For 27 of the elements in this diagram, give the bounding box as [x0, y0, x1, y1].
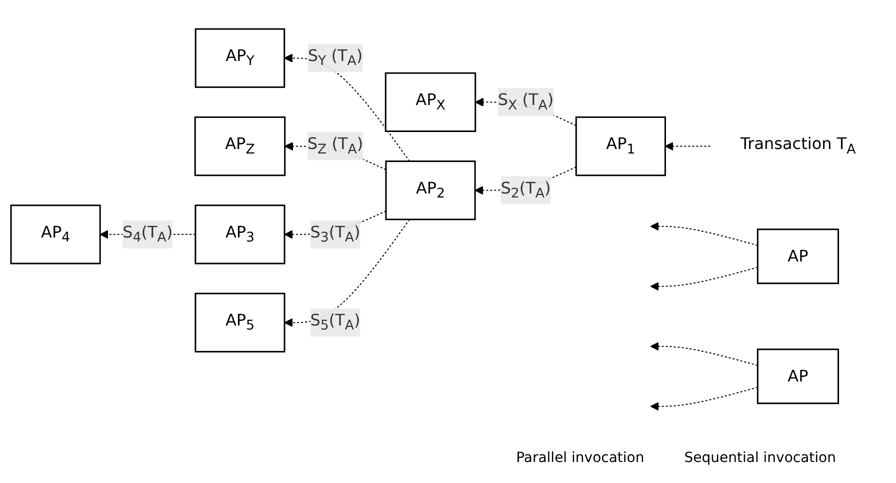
- arrow: [650, 266, 758, 291]
- arrow: [664, 142, 710, 150]
- note-text: Sequential invocation: [684, 450, 836, 468]
- edge-label: S$_{Z}$ (T$_{A}$): [306, 134, 363, 158]
- edge-label: S$_{4}$(T$_{A}$): [122, 222, 172, 246]
- arrow: [650, 222, 758, 246]
- node-box: AP$_{4}$: [10, 204, 100, 264]
- arrow: [284, 54, 410, 162]
- node-box: AP: [756, 348, 839, 404]
- node-text: Transaction T$_{A}$: [740, 134, 856, 158]
- edge-label: S$_{2}$(T$_{A}$): [500, 178, 550, 202]
- node-box: AP$_{Y}$: [194, 28, 285, 88]
- node-box: AP$_{2}$: [384, 160, 476, 220]
- arrow: [284, 218, 410, 327]
- edge-label: S$_{Y}$ (T$_{A}$): [307, 46, 362, 70]
- node-box: AP$_{3}$: [194, 204, 285, 264]
- edge-label: S$_{5}$(T$_{A}$): [310, 310, 360, 334]
- arrow: [650, 386, 758, 411]
- note-text: Parallel invocation: [516, 450, 644, 468]
- edge-label: S$_{3}$(T$_{A}$): [310, 222, 360, 246]
- node-box: AP$_{Z}$: [194, 116, 286, 176]
- edge-label: S$_{X}$ (T$_{A}$): [497, 90, 554, 114]
- node-box: AP$_{X}$: [384, 72, 476, 132]
- node-box: AP$_{1}$: [575, 116, 666, 176]
- node-box: AP: [756, 228, 839, 284]
- node-box: AP$_{5}$: [194, 292, 285, 352]
- arrow: [650, 342, 758, 366]
